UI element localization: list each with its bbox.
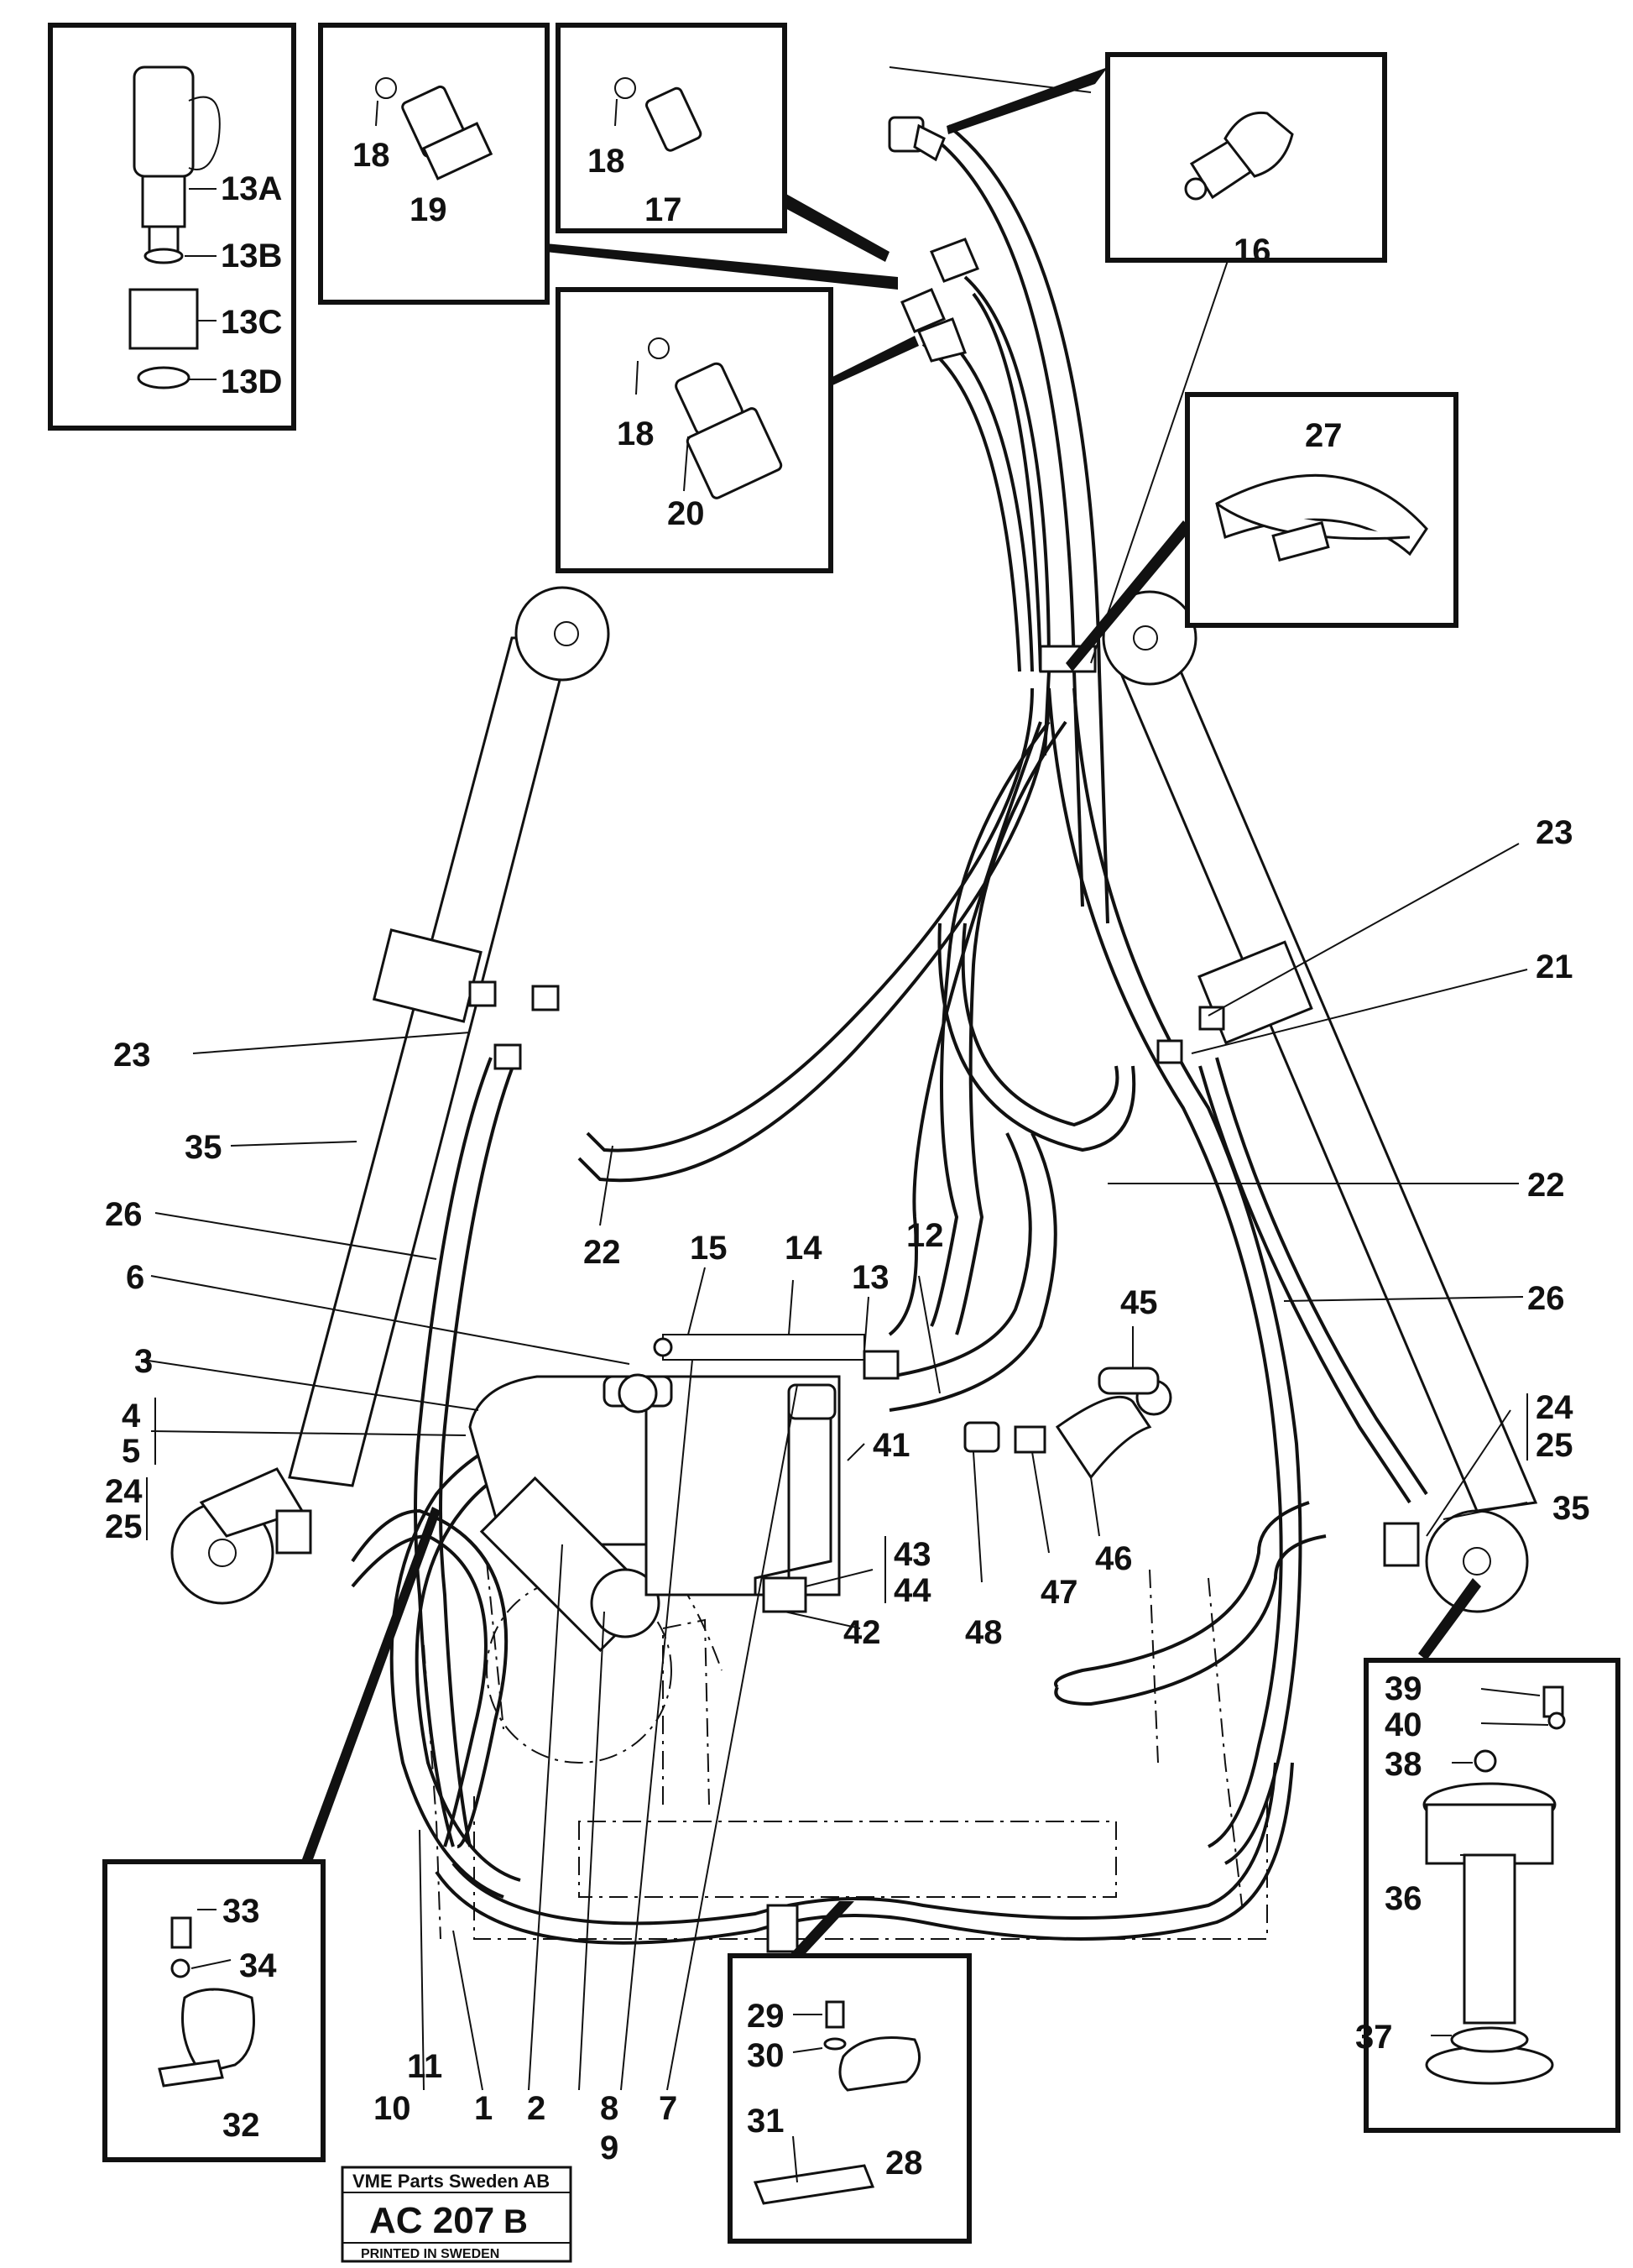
label-21: 21 bbox=[1536, 948, 1573, 985]
label-42: 42 bbox=[843, 1614, 881, 1651]
label-8: 8 bbox=[600, 2090, 618, 2127]
label-23-right: 23 bbox=[1536, 814, 1573, 851]
label-2: 2 bbox=[527, 2090, 545, 2127]
label-30: 30 bbox=[747, 2037, 785, 2074]
label-20: 20 bbox=[667, 495, 705, 532]
company-name: VME Parts Sweden AB bbox=[352, 2171, 550, 2192]
label-13c: 13C bbox=[221, 304, 282, 341]
label-13a: 13A bbox=[221, 170, 282, 207]
label-46: 46 bbox=[1095, 1540, 1133, 1577]
inset-20-fitting bbox=[556, 287, 833, 573]
bracket-ticks bbox=[146, 1393, 1528, 1603]
label-41: 41 bbox=[873, 1427, 910, 1464]
drawing-code: AC 207 bbox=[369, 2200, 494, 2241]
label-4: 4 bbox=[122, 1398, 141, 1434]
label-12: 12 bbox=[906, 1217, 944, 1254]
label-45: 45 bbox=[1120, 1284, 1158, 1321]
printed-note: PRINTED IN SWEDEN bbox=[361, 2247, 499, 2261]
label-23-left: 23 bbox=[113, 1037, 151, 1074]
label-25-left: 25 bbox=[105, 1508, 143, 1545]
label-35-right: 35 bbox=[1552, 1490, 1590, 1527]
label-16: 16 bbox=[1234, 233, 1271, 269]
label-47: 47 bbox=[1041, 1574, 1078, 1611]
label-3: 3 bbox=[134, 1343, 153, 1380]
label-6: 6 bbox=[126, 1259, 144, 1296]
label-10: 10 bbox=[373, 2090, 411, 2127]
label-24-left: 24 bbox=[105, 1473, 143, 1510]
label-28: 28 bbox=[885, 2145, 923, 2182]
part-labels: 13A 13B 13C 13D 18 19 18 17 18 20 16 27 … bbox=[105, 137, 1590, 2182]
label-34: 34 bbox=[239, 1947, 277, 1984]
label-18-b: 18 bbox=[587, 143, 625, 180]
hose-clamp bbox=[1039, 645, 1097, 673]
inset-27-clamp bbox=[1185, 392, 1458, 628]
label-29: 29 bbox=[747, 1998, 785, 2035]
label-37: 37 bbox=[1355, 2019, 1393, 2056]
label-18-c: 18 bbox=[617, 415, 655, 452]
label-22-right: 22 bbox=[1527, 1167, 1565, 1204]
inset-17-fitting bbox=[556, 23, 787, 233]
label-48: 48 bbox=[965, 1614, 1003, 1651]
label-26-left: 26 bbox=[105, 1196, 143, 1233]
label-44: 44 bbox=[894, 1572, 931, 1609]
label-15: 15 bbox=[690, 1230, 728, 1267]
label-5: 5 bbox=[122, 1433, 140, 1470]
inset-19-fitting bbox=[318, 23, 550, 305]
label-33: 33 bbox=[222, 1893, 260, 1930]
label-18-a: 18 bbox=[352, 137, 390, 174]
label-40: 40 bbox=[1385, 1706, 1422, 1743]
pump-assembly bbox=[468, 1373, 841, 1653]
label-24-right: 24 bbox=[1536, 1389, 1573, 1426]
label-13b: 13B bbox=[221, 238, 282, 274]
label-7: 7 bbox=[659, 2090, 677, 2127]
leader-lines bbox=[142, 66, 1528, 2091]
label-9: 9 bbox=[600, 2130, 618, 2166]
fittings bbox=[275, 980, 1420, 1953]
inset-28-clip bbox=[728, 1953, 972, 2244]
label-17: 17 bbox=[644, 191, 682, 228]
top-connectors bbox=[888, 116, 979, 363]
label-22-left: 22 bbox=[583, 1234, 621, 1271]
drawing-code-suffix: B bbox=[503, 2203, 528, 2240]
lift-arm-right bbox=[1102, 590, 1538, 1613]
inset-32-clip bbox=[102, 1859, 326, 2162]
label-38: 38 bbox=[1385, 1746, 1422, 1783]
inset-16-elbow bbox=[1105, 52, 1387, 263]
label-25-right: 25 bbox=[1536, 1427, 1573, 1464]
label-35-left: 35 bbox=[185, 1129, 222, 1166]
label-13d: 13D bbox=[221, 363, 282, 400]
label-32: 32 bbox=[222, 2107, 260, 2144]
label-36: 36 bbox=[1385, 1880, 1422, 1917]
label-39: 39 bbox=[1385, 1670, 1422, 1707]
label-19: 19 bbox=[410, 191, 447, 228]
label-1: 1 bbox=[474, 2090, 493, 2127]
label-14: 14 bbox=[785, 1230, 822, 1267]
label-11: 11 bbox=[407, 2048, 442, 2085]
label-31: 31 bbox=[747, 2103, 785, 2140]
title-block: VME Parts Sweden AB AC 207 B PRINTED IN … bbox=[341, 2166, 572, 2263]
label-26-right: 26 bbox=[1527, 1280, 1565, 1317]
inset-36-spacer bbox=[1364, 1658, 1620, 2133]
callout-pointers bbox=[302, 67, 1481, 1962]
label-43: 43 bbox=[894, 1536, 931, 1573]
label-27: 27 bbox=[1305, 417, 1343, 454]
label-13: 13 bbox=[852, 1259, 890, 1296]
inset-13-coupling bbox=[48, 23, 296, 431]
